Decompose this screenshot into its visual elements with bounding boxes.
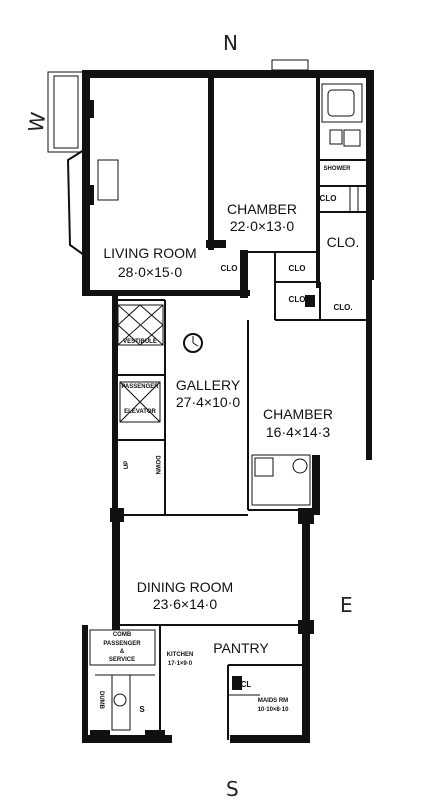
living-room-dims: 28·0×15·0 [118, 264, 182, 280]
west-mark: W [23, 110, 50, 134]
comb-label-4: SERVICE [109, 657, 135, 663]
vestibule-label: VESTIBULE [123, 339, 157, 345]
gallery-dims: 27·4×10·0 [176, 394, 240, 410]
living-room-name: LIVING ROOM [103, 245, 196, 261]
room-labels: LIVING ROOM 28·0×15·0 CHAMBER 22·0×13·0 … [103, 201, 333, 713]
interior-walls [112, 70, 366, 740]
chamber-2-dims: 16·4×14·3 [266, 424, 330, 440]
maids-room-dims: 10·10×8·10 [258, 707, 290, 713]
closet-label-maid: CL [241, 680, 252, 689]
bay-window [47, 71, 119, 256]
east-mark: E [340, 593, 353, 617]
service-stairs [89, 629, 156, 731]
down-label: DOWN [154, 456, 160, 475]
comb-label-3: & [120, 649, 125, 655]
south-mark: S [226, 777, 239, 800]
elevator-area [117, 304, 164, 423]
passenger-label: PASSENGER [121, 384, 159, 390]
s-mark-label: S [139, 705, 145, 714]
north-mark: N [223, 31, 238, 55]
pantry-name: PANTRY [213, 640, 269, 656]
closet-label-bath: CLO [320, 194, 337, 203]
dumb-label: DUMB [98, 691, 104, 710]
bathroom [271, 59, 363, 212]
comb-label-2: PASSENGER [103, 641, 141, 647]
chamber-2-name: CHAMBER [263, 406, 333, 422]
closet-label-large: CLO. [327, 234, 360, 250]
chamber-bath [251, 454, 311, 506]
fixture-labels: VESTIBULE PASSENGER ELEVATOR SHOWER UP D… [98, 166, 351, 714]
closet-label-hall-2: CLO [289, 295, 306, 304]
closet-label-chamber: CLO. [333, 303, 352, 312]
closet-label-living: CLO [221, 264, 238, 273]
maids-room-name: MAIDS RM [258, 698, 288, 704]
up-label: UP [124, 461, 130, 469]
dining-room-name: DINING ROOM [137, 579, 233, 595]
comb-label-1: COMB [113, 632, 132, 638]
closet-label-hall-1: CLO [289, 264, 306, 273]
gallery-fixture [183, 333, 203, 353]
closet-labels: CLO. CLO CLO CLO CLO CLO. CL [221, 194, 360, 689]
shower-label: SHOWER [324, 166, 352, 172]
gallery-name: GALLERY [176, 377, 241, 393]
dining-room-dims: 23·6×14·0 [153, 596, 217, 612]
compass-marks: N W E S [23, 31, 352, 800]
elevator-label: ELEVATOR [124, 409, 156, 415]
kitchen-dims: 17·1×9·0 [168, 661, 193, 667]
columns [90, 295, 315, 742]
outer-walls [82, 70, 374, 743]
chamber-1-dims: 22·0×13·0 [230, 218, 294, 234]
kitchen-name: KITCHEN [167, 652, 194, 658]
chamber-1-name: CHAMBER [227, 201, 297, 217]
